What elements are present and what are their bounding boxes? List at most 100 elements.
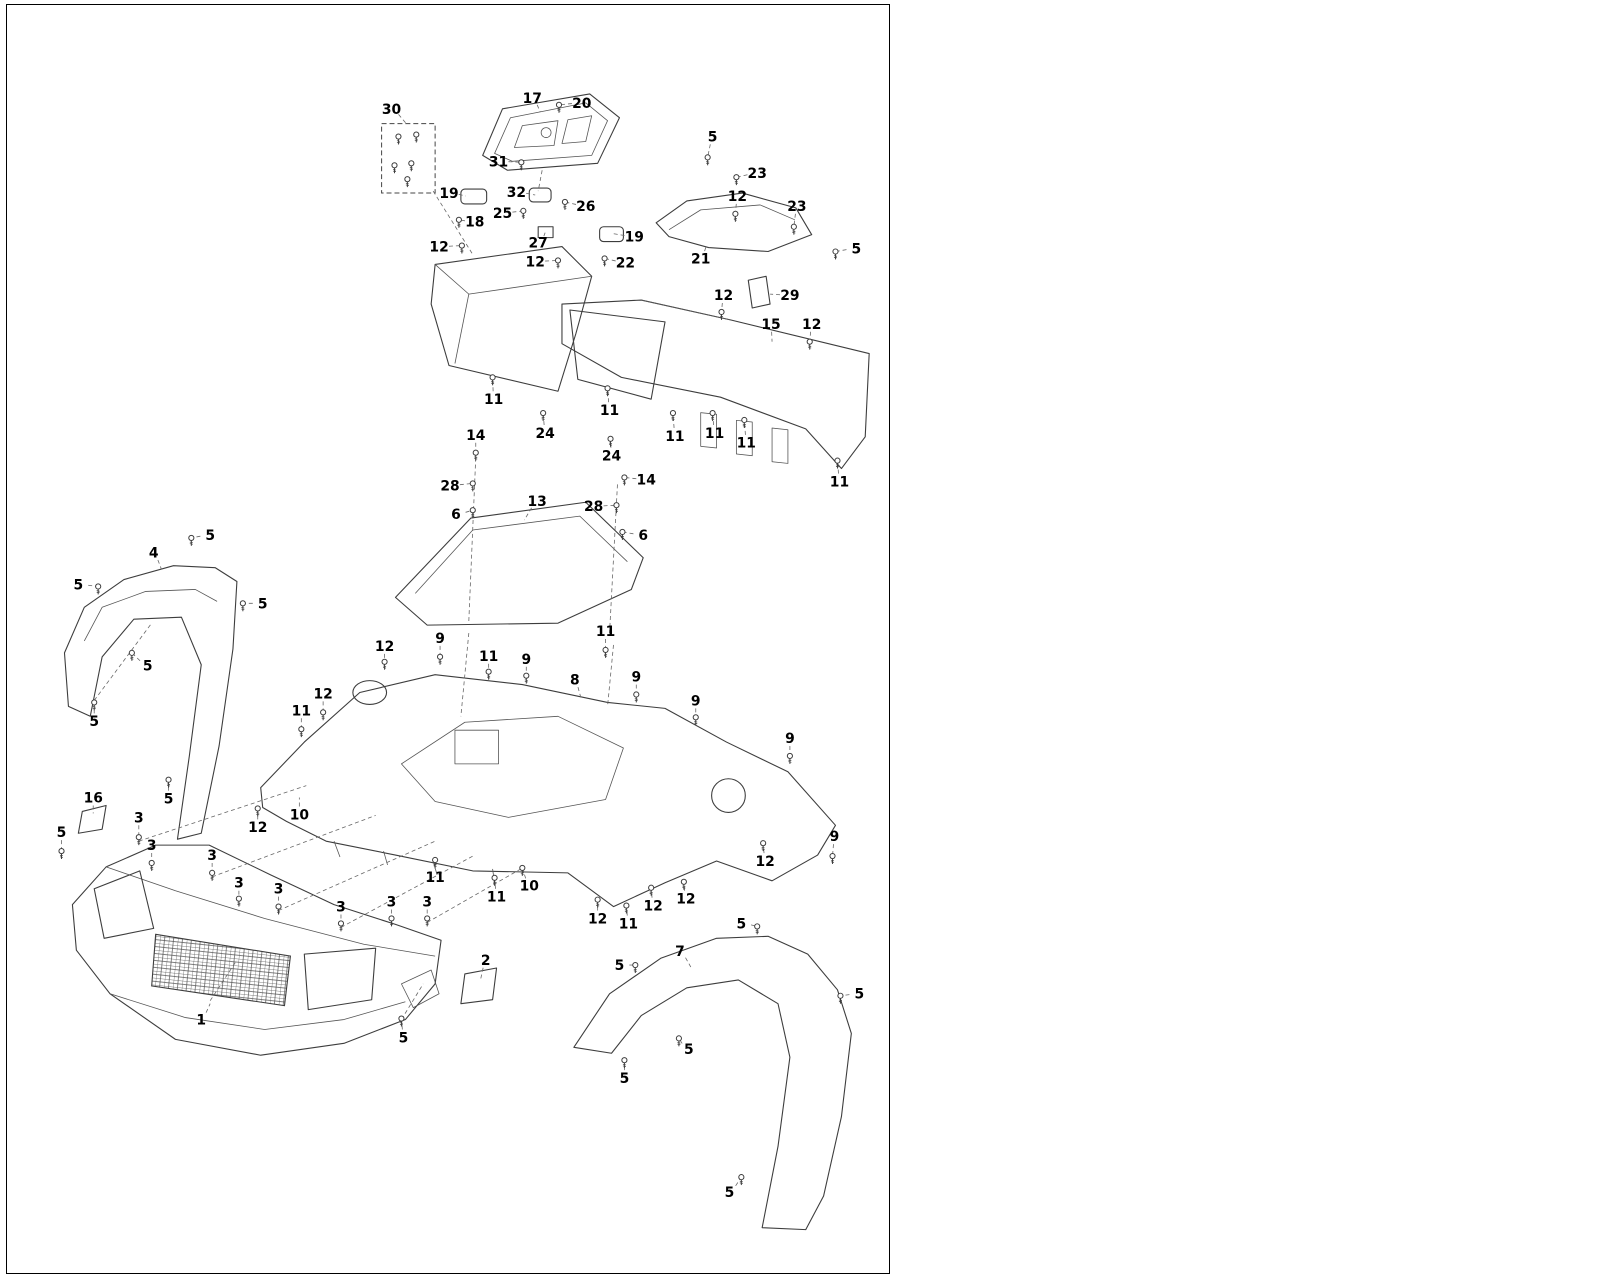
screw-icon [458,242,465,254]
callout-label: 11 [665,429,684,445]
screw-icon [621,474,628,486]
callout-label: 11 [830,474,849,490]
screw-icon [632,961,639,974]
callout-label: 3 [387,895,397,911]
screw-icon [601,255,608,267]
callout-label: 5 [57,825,67,841]
callout-label: 12 [643,899,662,915]
screw-icon [408,160,415,172]
screw-icon [58,848,65,860]
callout-label: 10 [290,807,309,823]
screw-icon [436,653,444,666]
dash-storage-box [430,246,593,392]
switch-cap-19a [460,188,488,205]
callout-label: 9 [631,670,641,686]
callout-label: 8 [570,673,580,689]
small-bracket-27 [537,226,554,239]
headlight-pod [482,93,620,171]
leader-line [750,924,758,927]
leader-line [743,419,746,435]
screw-icon [741,416,748,429]
callout-label: 9 [785,731,795,747]
callout-label: 15 [761,317,780,333]
vent-slot [771,427,789,464]
grille-mesh [151,933,292,1007]
callout-label: 12 [313,686,332,702]
construction-line [537,170,543,192]
callout-label: 32 [507,185,526,201]
callout-label: 5 [684,1042,694,1058]
left-fender-flare [63,565,238,840]
screw-icon [621,1057,628,1069]
callout-label: 29 [780,288,799,304]
callout-label: 4 [149,546,159,562]
screw-icon [607,435,614,448]
callout-label: 23 [748,166,767,182]
callout-label: 12 [526,254,545,270]
construction-line [278,840,436,911]
screw-icon [540,409,547,422]
screw-icon [472,449,479,462]
callout-label: 5 [74,577,84,593]
construction-line [460,633,470,717]
callout-label: 5 [854,987,864,1003]
screw-icon [491,874,498,887]
callout-label: 22 [616,255,635,271]
callout-label: 12 [802,317,821,333]
callout-label: 31 [489,154,508,170]
leader-line [613,233,625,236]
screw-icon [519,864,526,877]
screw-icon [469,507,476,519]
screw-icon [489,374,496,386]
callout-label: 11 [479,649,498,665]
screw-icon [275,903,282,915]
construction-line [93,622,153,701]
vent-slot [700,412,717,449]
callout-label: 11 [596,624,615,640]
screw-icon [619,528,626,541]
pod-opening-right [711,778,746,813]
hood-opening [401,715,624,818]
callout-label: 12 [248,820,267,836]
callout-label: 25 [493,206,512,222]
callout-label: 5 [143,659,153,675]
leader-line [205,1003,211,1013]
screw-icon [623,902,630,915]
center-recess [454,729,499,765]
callout-label: 24 [535,426,554,442]
callout-label: 17 [523,91,542,107]
construction-line [138,785,307,842]
callout-label: 14 [637,472,656,488]
switch-cap-19b [599,226,624,243]
screw-icon [604,385,611,397]
headlight-opening-right [303,947,377,1011]
screw-icon [732,210,739,223]
leader-line [672,413,675,428]
construction-line [401,983,424,1020]
lens-right [561,115,593,144]
callout-label: 2 [481,953,491,969]
screw-icon [395,133,402,145]
callout-label: 3 [234,876,244,892]
screw-icon [391,162,398,174]
screw-icon [381,658,388,671]
leader-line [543,232,546,237]
leader-line [398,114,407,124]
callout-label: 12 [588,911,607,927]
screw-icon [633,691,640,703]
callout-label: 23 [787,199,806,215]
screw-icon [388,915,395,927]
screw-icon [832,248,839,260]
callout-label: 9 [435,631,445,647]
screw-icon [754,923,761,935]
screw-icon [834,457,841,470]
lens-left [514,120,559,148]
callout-label: 28 [440,478,459,494]
callout-label: 27 [529,236,548,252]
upper-trim-strip [655,192,813,253]
callout-label: 24 [602,449,621,465]
callout-label: 5 [620,1071,630,1087]
screw-icon [613,502,620,514]
